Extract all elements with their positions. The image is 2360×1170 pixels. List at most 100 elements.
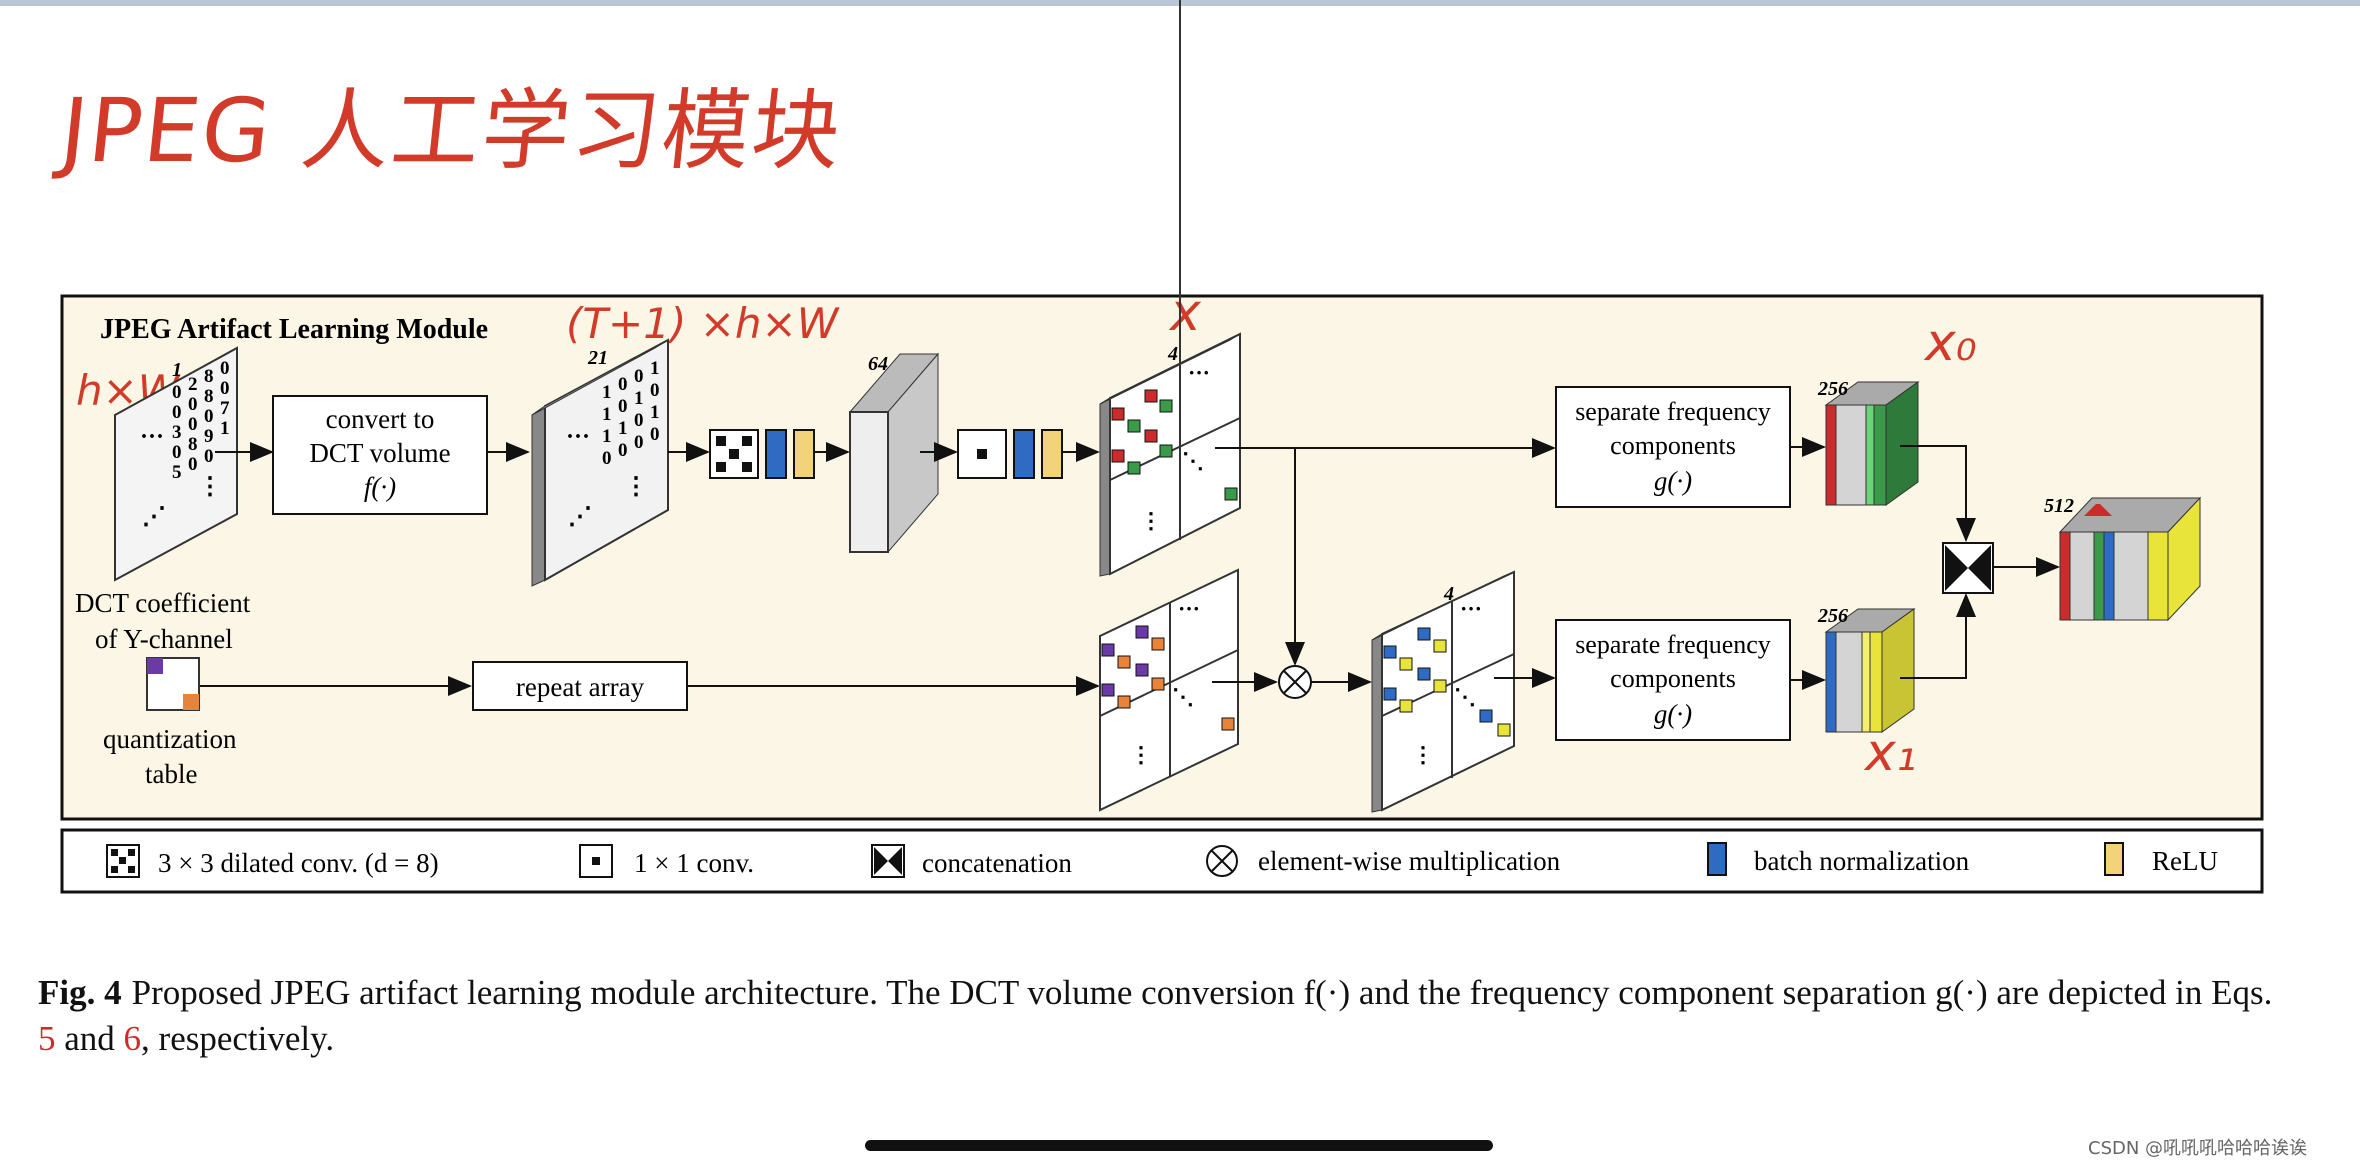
quantization-plate: ··· ⋱ ⋮ [1099, 568, 1239, 812]
svg-text:⋮: ⋮ [198, 474, 222, 500]
svg-text:256: 256 [1817, 605, 1848, 627]
one-by-one-conv-block [957, 429, 1007, 479]
module-title: JPEG Artifact Learning Module [100, 314, 488, 345]
svg-text:⋱: ⋱ [1182, 448, 1204, 473]
svg-text:⋱: ⋱ [1454, 684, 1476, 709]
home-indicator[interactable] [865, 1140, 1493, 1151]
legend-bar [60, 828, 2264, 894]
caption-eq-link-5[interactable]: 5 [38, 1019, 56, 1058]
feature-plate-bottom: 4 ··· ⋱ ⋮ [1371, 570, 1515, 813]
svg-text:1 × 1 conv.: 1 × 1 conv. [634, 848, 754, 878]
caption-text-1: Proposed JPEG artifact learning module a… [131, 973, 2273, 1012]
plate-digit: 1 [602, 426, 612, 447]
plate-digit: 8 [188, 434, 198, 455]
note-t-h-w: (T+1) ×h×W [566, 299, 840, 348]
plate-digit: 0 [634, 432, 644, 453]
plate-digit: 0 [618, 374, 628, 395]
svg-text:3 × 3 dilated conv. (d = 8): 3 × 3 dilated conv. (d = 8) [158, 848, 439, 878]
svg-text:f(·): f(·) [364, 472, 396, 502]
note-x1: x₁ [1863, 723, 1917, 783]
plate-digit: 7 [220, 398, 230, 419]
plate-digit: 0 [204, 446, 214, 467]
plate-digit: 0 [172, 402, 182, 423]
plate-digit: 0 [188, 454, 198, 475]
plate-digit: 2 [188, 374, 198, 395]
plate-digit: 0 [634, 366, 644, 387]
svg-text:DCT volume: DCT volume [309, 438, 450, 468]
plate-digit: 0 [188, 414, 198, 435]
plate-digit: 8 [204, 366, 214, 387]
svg-text:separate frequency: separate frequency [1575, 630, 1771, 659]
svg-text:···: ··· [1460, 596, 1482, 621]
plate-digit: 0 [220, 378, 230, 399]
svg-text:···: ··· [1188, 360, 1210, 385]
legend-concatenation: concatenation [871, 844, 1072, 878]
bn-block-1 [765, 429, 787, 479]
svg-text:element-wise multiplication: element-wise multiplication [1258, 846, 1561, 876]
svg-text:⋰: ⋰ [142, 504, 166, 530]
note-x0: x₀ [1923, 313, 1977, 373]
svg-text:···: ··· [566, 424, 590, 450]
quantization-table-icon [146, 657, 200, 711]
note-x: x [1168, 283, 1202, 343]
plate-digit: 0 [188, 394, 198, 415]
watermark: CSDN @吼吼吼哈哈哈诶诶 [2088, 1138, 2308, 1159]
svg-text:⋮: ⋮ [1130, 742, 1152, 767]
plate-digit: 1 [650, 358, 660, 379]
output-cube-512: 512 [2044, 495, 2202, 622]
svg-text:···: ··· [1178, 596, 1200, 621]
plate-digit: 1 [618, 418, 628, 439]
relu-block-1 [793, 429, 815, 479]
plate-digit: 0 [634, 410, 644, 431]
svg-text:components: components [1610, 664, 1736, 693]
legend-one-by-one-conv: 1 × 1 conv. [579, 844, 754, 878]
svg-text:···: ··· [140, 424, 164, 450]
legend-element-wise-multiplication: element-wise multiplication [1206, 845, 1561, 877]
svg-text:convert to: convert to [326, 404, 435, 434]
feature-cube-bottom: 256 [1817, 605, 1916, 733]
svg-text:ReLU: ReLU [2152, 846, 2218, 876]
svg-text:components: components [1610, 431, 1736, 460]
architecture-figure: JPEG Artifact Learning Module h×W (T+1) … [60, 0, 2264, 894]
legend-relu: ReLU [2104, 842, 2218, 876]
svg-text:g(·): g(·) [1654, 466, 1692, 496]
plate-digit: 3 [172, 422, 182, 443]
plate-digit: 1 [634, 388, 644, 409]
svg-text:4: 4 [1443, 583, 1454, 605]
plate-digit: 1 [220, 418, 230, 439]
plate-digit: 0 [204, 406, 214, 427]
svg-text:batch normalization: batch normalization [1754, 846, 1970, 876]
feature-plate-top: 4 ··· ⋱ ⋮ [1099, 0, 1241, 577]
separate-frequency-box-top: separate frequency components g(·) [1555, 386, 1791, 508]
concatenation-node [1942, 542, 1994, 594]
feature-cube-top: 256 [1817, 378, 1920, 506]
svg-text:4: 4 [1167, 343, 1178, 365]
plate-digit: 1 [602, 404, 612, 425]
label-y-channel: of Y-channel [95, 624, 233, 654]
plate-digit: 1 [602, 382, 612, 403]
svg-text:concatenation: concatenation [922, 848, 1072, 878]
label-quantization: quantization [103, 724, 237, 754]
label-dct-coefficient: DCT coefficient [75, 588, 251, 618]
svg-text:repeat array: repeat array [516, 672, 645, 702]
svg-text:g(·): g(·) [1654, 699, 1692, 729]
svg-text:64: 64 [868, 353, 888, 375]
plate-digit: 0 [172, 382, 182, 403]
svg-text:⋱: ⋱ [1172, 684, 1194, 709]
svg-text:⋰: ⋰ [568, 504, 592, 530]
plate-digit: 0 [220, 358, 230, 379]
dilated-conv-block [709, 429, 759, 479]
conv-64-slab: 64 [848, 352, 940, 554]
caption-and: and [55, 1019, 124, 1058]
plate-digit: 0 [618, 440, 628, 461]
svg-text:separate frequency: separate frequency [1575, 397, 1771, 426]
legend-batch-normalization: batch normalization [1707, 842, 1970, 876]
caption-text-2: , respectively. [141, 1019, 335, 1058]
caption-eq-link-6[interactable]: 6 [123, 1019, 142, 1058]
legend-dilated-conv: 3 × 3 dilated conv. (d = 8) [106, 844, 439, 878]
plate-digit: 0 [602, 448, 612, 469]
svg-text:⋮: ⋮ [624, 474, 648, 500]
